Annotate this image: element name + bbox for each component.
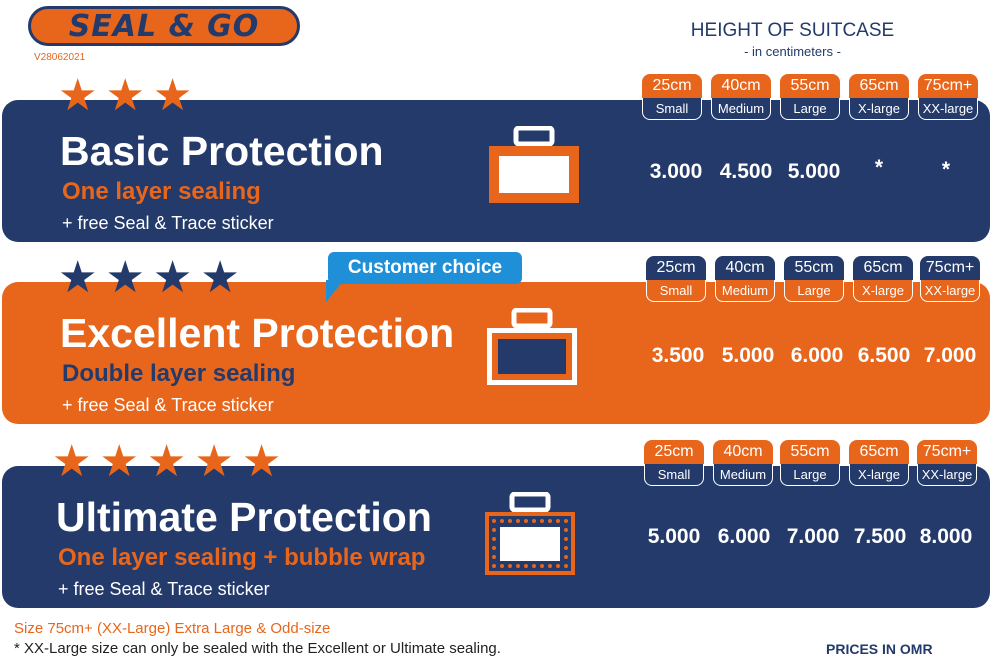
excellent-subtitle: Double layer sealing — [62, 360, 296, 387]
ultimate-stars: ★★★★★ — [52, 440, 281, 484]
size-badge-25cm: 25cm Small — [646, 256, 706, 302]
price-excellent-large: 6.000 — [790, 344, 844, 367]
star-icon: ★ — [52, 437, 92, 486]
price-excellent-medium: 5.000 — [721, 344, 775, 367]
seal-and-go-logo: SEAL & GO — [28, 6, 300, 46]
star-icon: ★ — [105, 71, 145, 120]
star-icon: ★ — [58, 253, 98, 302]
basic-stars: ★★★ — [58, 74, 192, 118]
price-ultimate-small: 5.000 — [647, 525, 701, 548]
price-basic-xxlarge: * — [941, 158, 951, 181]
price-ultimate-xxlarge: 8.000 — [919, 525, 973, 548]
star-icon: ★ — [146, 437, 187, 486]
height-subheader: - in centimeters - — [744, 44, 841, 59]
star-icon: ★ — [152, 253, 193, 302]
star-icon: ★ — [152, 71, 193, 120]
size-badge-40cm: 40cm Medium — [715, 256, 775, 302]
star-icon: ★ — [105, 253, 145, 302]
size-badge-40cm: 40cm Medium — [711, 74, 771, 120]
logo-text: SEAL & GO — [68, 8, 260, 44]
excellent-stars: ★★★★ — [58, 256, 240, 300]
size-badge-25cm: 25cm Small — [644, 440, 704, 486]
size-badge-40cm: 40cm Medium — [713, 440, 773, 486]
basic-sticker-note: + free Seal & Trace sticker — [62, 213, 274, 233]
size-badge-55cm: 55cm Large — [780, 440, 840, 486]
price-basic-small: 3.000 — [649, 160, 703, 183]
price-ultimate-medium: 6.000 — [717, 525, 771, 548]
customer-choice-badge: Customer choice — [328, 252, 522, 284]
size-badge-75cm: 75cm+ XX-large — [917, 440, 977, 486]
size-badge-65cm: 65cm X-large — [849, 440, 909, 486]
star-icon: ★ — [194, 437, 234, 486]
star-icon: ★ — [241, 437, 282, 486]
suitcase-icon — [489, 126, 579, 203]
basic-title: Basic Protection — [60, 128, 384, 174]
size-badge-75cm: 75cm+ XX-large — [920, 256, 980, 302]
price-basic-large: 5.000 — [787, 160, 841, 183]
size-badge-65cm: 65cm X-large — [849, 74, 909, 120]
currency-note: PRICES IN OMR — [826, 641, 933, 657]
price-ultimate-large: 7.000 — [786, 525, 840, 548]
ultimate-sticker-note: + free Seal & Trace sticker — [58, 579, 270, 599]
price-excellent-small: 3.500 — [651, 344, 705, 367]
size-badge-75cm: 75cm+ XX-large — [918, 74, 978, 120]
size-badge-55cm: 55cm Large — [784, 256, 844, 302]
size-badge-25cm: 25cm Small — [642, 74, 702, 120]
suitcase-icon — [487, 308, 577, 385]
star-icon: ★ — [200, 253, 240, 302]
bubble-wrapped-suitcase-icon — [485, 492, 575, 575]
price-excellent-xxlarge: 7.000 — [923, 344, 977, 367]
xxlarge-size-note: Size 75cm+ (XX-Large) Extra Large & Odd-… — [14, 620, 331, 637]
speech-bubble-tail — [326, 280, 344, 302]
excellent-sticker-note: + free Seal & Trace sticker — [62, 395, 274, 415]
ultimate-subtitle: One layer sealing + bubble wrap — [58, 544, 426, 571]
height-header: HEIGHT OF SUITCASE — [690, 20, 895, 41]
star-icon: ★ — [58, 71, 98, 120]
price-basic-medium: 4.500 — [719, 160, 773, 183]
excellent-title: Excellent Protection — [60, 310, 455, 356]
size-badge-65cm: 65cm X-large — [853, 256, 913, 302]
price-excellent-xlarge: 6.500 — [857, 344, 911, 367]
ultimate-title: Ultimate Protection — [56, 494, 432, 540]
version-label: V28062021 — [34, 52, 86, 63]
star-icon: ★ — [99, 437, 139, 486]
price-ultimate-xlarge: 7.500 — [853, 525, 907, 548]
price-basic-xlarge: * — [874, 156, 884, 179]
size-badge-55cm: 55cm Large — [780, 74, 840, 120]
basic-subtitle: One layer sealing — [62, 178, 261, 205]
xxlarge-restriction-note: * XX-Large size can only be sealed with … — [14, 640, 501, 657]
